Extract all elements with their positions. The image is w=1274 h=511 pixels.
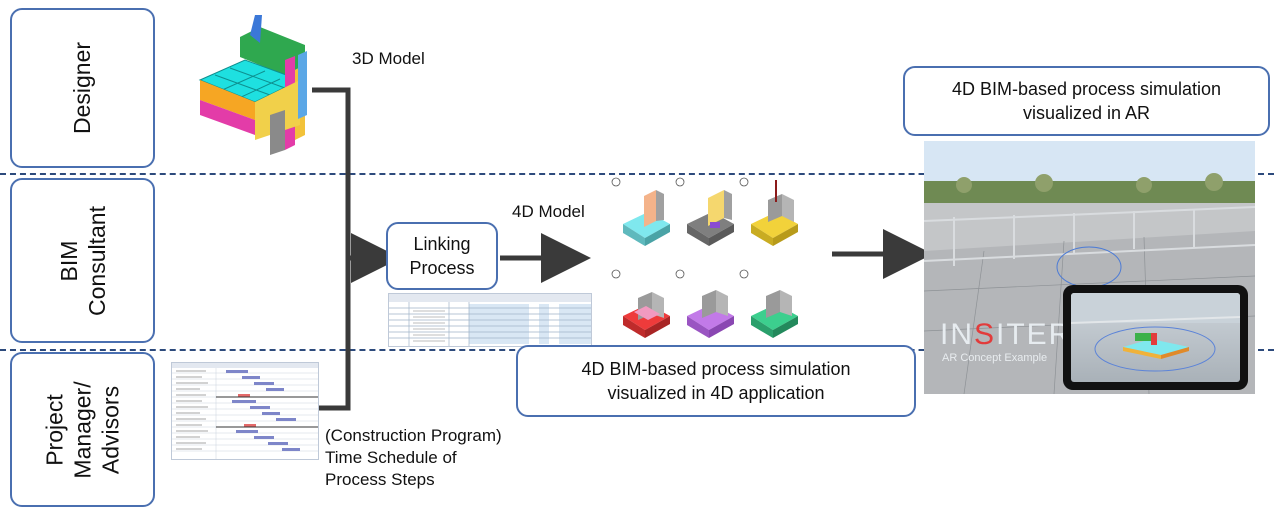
insiter-subtitle: AR Concept Example [942, 352, 1048, 364]
label-4d-model: 4D Model [512, 202, 585, 221]
4d-step-2 [675, 177, 734, 246]
tablet-ar-content [1071, 293, 1240, 372]
role-box-project-manager: Project Manager/ Advisors [10, 352, 155, 507]
4d-step-4 [611, 269, 670, 338]
label-time-schedule: (Construction Program) Time Schedule of … [325, 426, 502, 489]
role-box-bim-consultant: BIM Consultant [10, 178, 155, 343]
insiter-logo: INSITER [940, 318, 1072, 352]
tablet-device [1063, 285, 1248, 390]
role-box-designer: Designer [10, 8, 155, 168]
4d-step-1 [611, 177, 670, 246]
tablet-screen [1071, 293, 1240, 382]
callout-4d-application: 4D BIM-based process simulation visualiz… [516, 345, 916, 417]
project-schedule-thumbnail [171, 362, 319, 460]
4d-step-5 [675, 269, 734, 338]
lane-divider-top [0, 173, 1274, 175]
3d-model-illustration [198, 15, 307, 155]
linking-gantt-thumbnail [388, 293, 592, 347]
4d-step-3 [739, 177, 798, 246]
insiter-logo-accent: S [974, 318, 997, 351]
4d-step-6 [739, 269, 798, 338]
insiter-logo-prefix: IN [940, 318, 974, 351]
bracket-line [312, 87, 351, 411]
linking-process-box: Linking Process [386, 222, 498, 290]
insiter-logo-suffix: ITER [996, 318, 1073, 351]
4d-steps-grid [611, 177, 798, 338]
label-3d-model: 3D Model [352, 49, 425, 68]
callout-ar: 4D BIM-based process simulation visualiz… [903, 66, 1270, 136]
